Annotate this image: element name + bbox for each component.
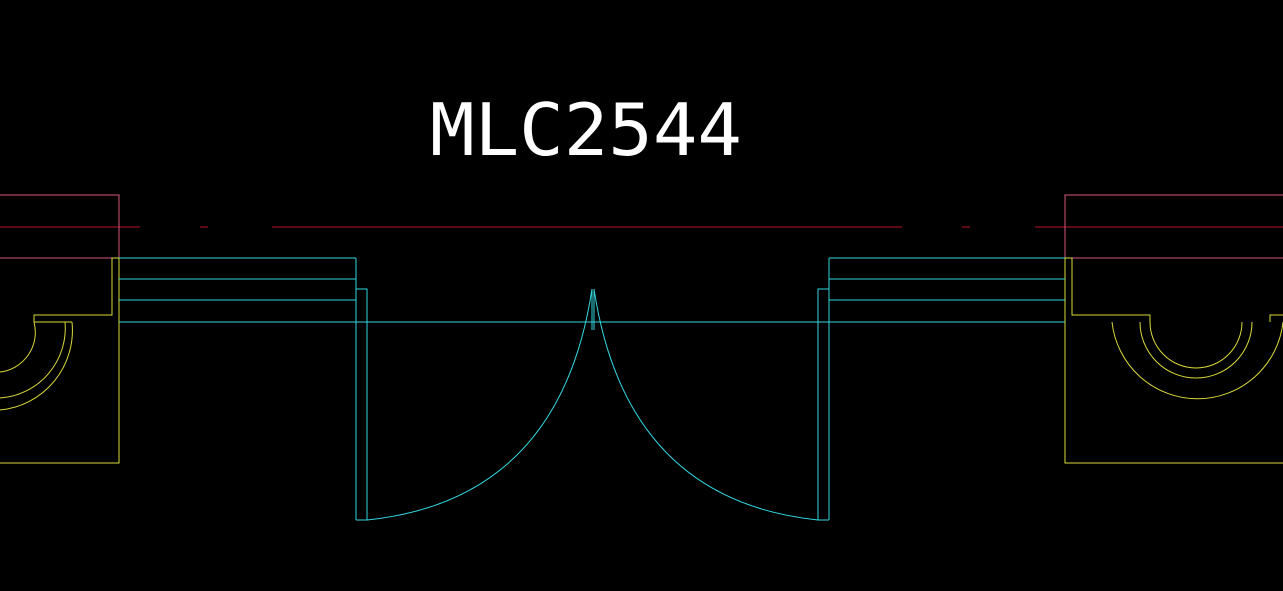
door-swing-left[interactable] (366, 288, 593, 521)
right-column-base (1064, 257, 1283, 464)
door-tag-label[interactable]: MLC2544 (430, 88, 742, 172)
door-swing-right[interactable] (593, 288, 819, 521)
right-column-outline (1064, 194, 1283, 259)
left-column-arcs (0, 321, 73, 411)
left-column-base (0, 257, 120, 464)
left-column-outline (0, 194, 120, 259)
right-column-arcs (1111, 321, 1283, 400)
